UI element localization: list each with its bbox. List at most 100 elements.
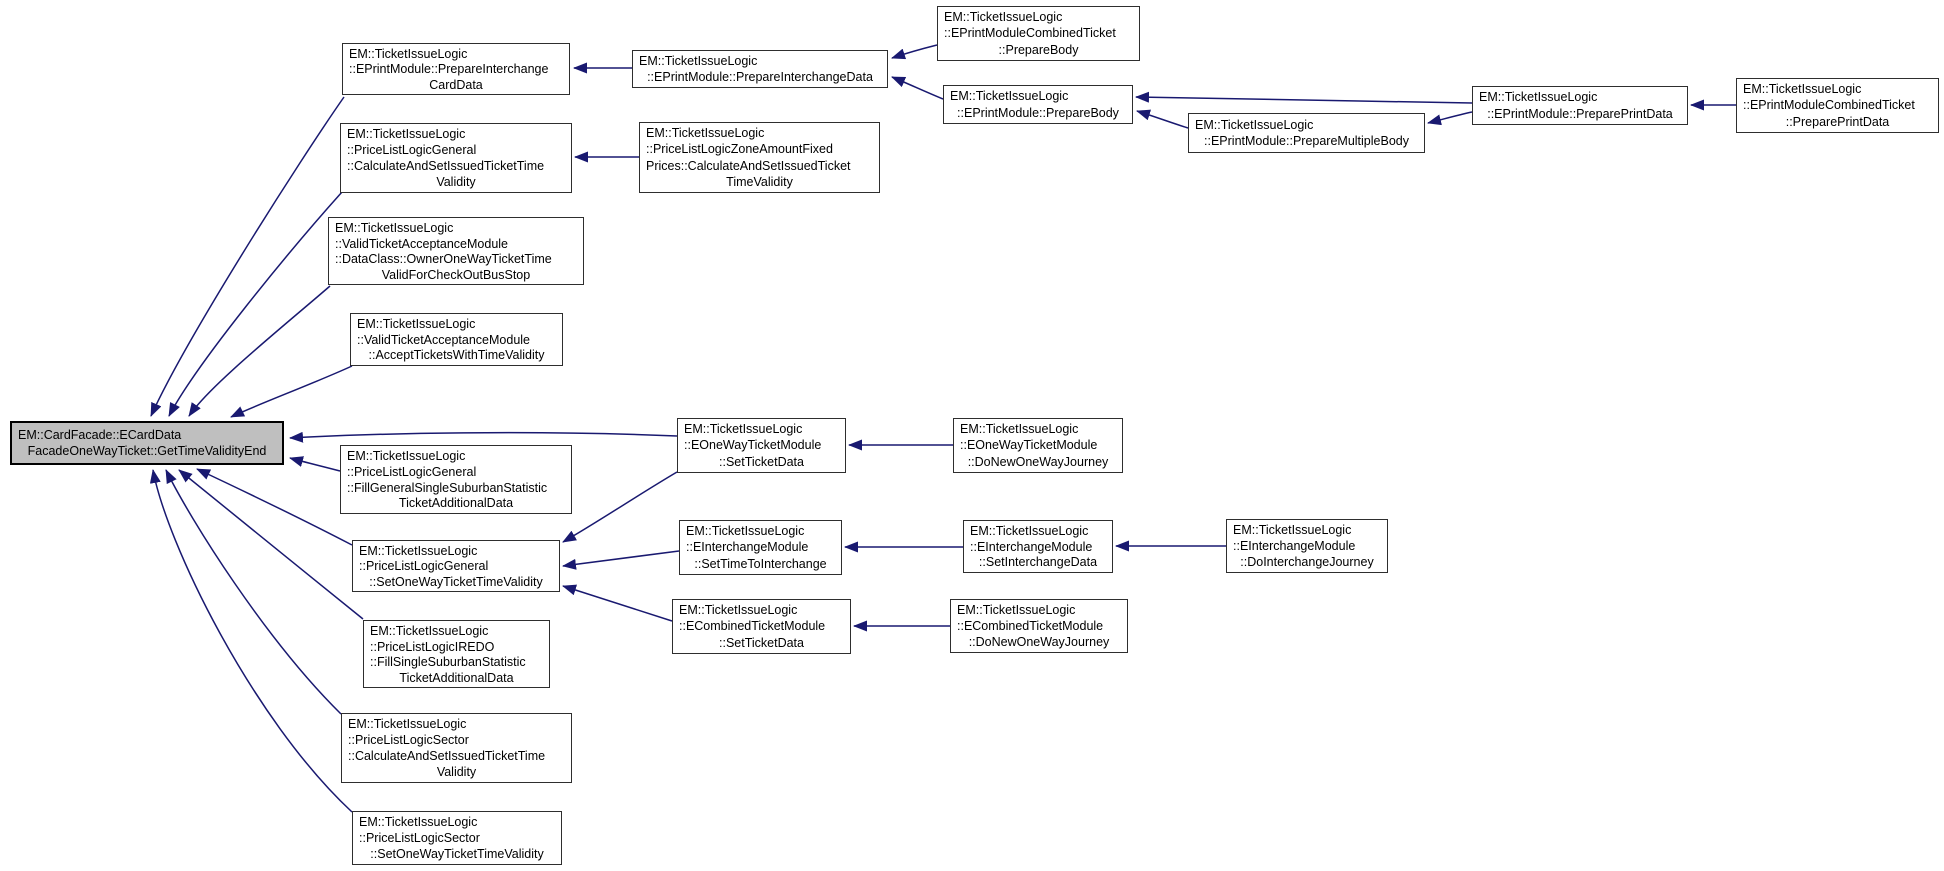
node-label-line: ::DataClass::OwnerOneWayTicketTime [335,252,552,266]
edge-iredoFill-to-root [178,469,364,620]
node-label-line: EM::TicketIssueLogic [335,221,454,235]
graph-node-setInterchangeData[interactable]: EM::TicketIssueLogic::EInterchangeModule… [963,520,1113,573]
node-label-line: EM::TicketIssueLogic [1743,82,1862,96]
node-label-line: EM::TicketIssueLogic [1233,523,1352,537]
node-label-line: ::PreparePrintData [1785,114,1890,129]
graph-node-eOneWaySetTicketData[interactable]: EM::TicketIssueLogic::EOneWayTicketModul… [677,418,846,473]
node-label-line: ::PriceListLogicSector [359,831,480,845]
edge-preparePrintData-to-prepareMultipleBody [1427,111,1473,126]
node-label-line: EM::TicketIssueLogic [646,126,765,140]
node-label-line: EM::TicketIssueLogic [370,624,489,638]
graph-node-prepareMultipleBody[interactable]: EM::TicketIssueLogic::EPrintModule::Prep… [1188,113,1425,153]
node-label-line: ::PriceListLogicZoneAmountFixed [646,142,833,157]
node-label-line: ::FillGeneralSingleSuburbanStatistic [347,480,548,495]
node-label-line: ::PriceListLogicGeneral [347,464,477,479]
node-label-line: ::AcceptTicketsWithTimeValidity [368,348,545,363]
graph-node-prepareBody[interactable]: EM::TicketIssueLogic::EPrintModule::Prep… [943,85,1133,124]
node-label-line: ::PriceListLogicSector [348,733,469,747]
node-label-line: EM::TicketIssueLogic [1195,117,1314,132]
node-label-line: ::DoNewOneWayJourney [968,635,1110,649]
node-label-line: EM::CardFacade::ECardData [18,427,182,442]
node-label-line: ::EPrintModule::PrepareMultipleBody [1204,134,1409,148]
graph-node-eOneWayDoNew[interactable]: EM::TicketIssueLogic::EOneWayTicketModul… [953,418,1123,473]
node-label-line: ::EPrintModule::PrepareInterchangeData [647,70,873,84]
graph-node-zoneAmountCalc[interactable]: EM::TicketIssueLogic::PriceListLogicZone… [639,122,880,193]
node-label-line: ::EPrintModule::PrepareInterchange [349,62,549,77]
node-label-line: ::SetOneWayTicketTimeValidity [370,847,544,861]
graph-node-setTimeToInterchange[interactable]: EM::TicketIssueLogic::EInterchangeModule… [679,520,842,575]
node-label-line: ::PriceListLogicIREDO [370,639,495,654]
node-label-line: ::PrepareBody [998,42,1079,57]
node-label-line: EM::TicketIssueLogic [686,524,805,538]
edge-prepareMultipleBody-to-prepareBody [1136,109,1189,129]
node-label-line: ::ECombinedTicketModule [679,619,826,634]
node-label-line: ::EOneWayTicketModule [960,438,1098,453]
node-label-line: ::SetInterchangeData [978,555,1098,570]
node-label-line: EM::TicketIssueLogic [684,422,803,436]
edge-eOneWaySetTicketData-to-generalSetOneWay [562,471,678,543]
edge-eCombinedSetTicketData-to-generalSetOneWay [562,584,673,622]
graph-node-acceptTickets[interactable]: EM::TicketIssueLogic::ValidTicketAccepta… [350,313,563,366]
node-label-line: ::ECombinedTicketModule [957,619,1104,633]
node-label-line: ::DoNewOneWayJourney [967,454,1109,469]
node-label-line: ::EInterchangeModule [686,540,809,555]
graph-node-generalSetOneWay[interactable]: EM::TicketIssueLogic::PriceListLogicGene… [352,540,560,592]
node-label-line: EM::TicketIssueLogic [970,524,1089,538]
node-label-line: EM::TicketIssueLogic [1479,90,1598,105]
edge-ownerOneWay-to-root [188,285,331,417]
graph-node-ownerOneWay[interactable]: EM::TicketIssueLogic::ValidTicketAccepta… [328,217,584,285]
node-label-line: ::DoInterchangeJourney [1240,555,1374,569]
graph-node-combinedPrepareBody[interactable]: EM::TicketIssueLogic::EPrintModuleCombin… [937,6,1140,61]
graph-node-combinedPreparePrintData[interactable]: EM::TicketIssueLogic::EPrintModuleCombin… [1736,78,1939,133]
node-label-line: EM::TicketIssueLogic [347,449,466,463]
node-label-line: EM::TicketIssueLogic [359,544,478,558]
graph-node-preparePrintData[interactable]: EM::TicketIssueLogic::EPrintModule::Prep… [1472,86,1688,125]
node-label-line: ::CalculateAndSetIssuedTicketTime [347,159,545,173]
node-label-line: ::SetTimeToInterchange [694,556,827,571]
edge-acceptTickets-to-root [230,365,353,418]
node-label-line: Validity [436,765,477,779]
node-label-line: EM::TicketIssueLogic [944,10,1063,24]
node-label-line: ::FillSingleSuburbanStatistic [370,655,526,669]
node-label-line: ::EPrintModuleCombinedTicket [944,26,1116,41]
graph-node-prepareInterchangeData[interactable]: EM::TicketIssueLogic::EPrintModule::Prep… [632,50,888,88]
node-label-line: TicketAdditionalData [399,670,514,685]
graph-node-sectorCalc[interactable]: EM::TicketIssueLogic::PriceListLogicSect… [341,713,572,783]
node-label-line: ::ValidTicketAcceptanceModule [357,332,531,347]
node-label-line: TimeValidity [726,174,793,189]
node-label-line: ::SetTicketData [719,454,804,469]
edge-sectorCalc-to-root [165,469,342,715]
graph-node-sectorSetOneWay[interactable]: EM::TicketIssueLogic::PriceListLogicSect… [352,811,562,865]
edge-prepareBody-to-prepareInterchangeData [891,76,944,100]
node-label-line: EM::TicketIssueLogic [679,603,798,617]
edge-prepareInterchangeCardData-to-root [150,96,345,417]
node-label-line: ::EInterchangeModule [1233,539,1356,553]
graph-node-prepareInterchangeCardData[interactable]: EM::TicketIssueLogic::EPrintModule::Prep… [342,43,570,95]
graph-node-eCombinedDoNew[interactable]: EM::TicketIssueLogic::ECombinedTicketMod… [950,599,1128,653]
node-label-line: FacadeOneWayTicket::GetTimeValidityEnd [27,444,267,458]
node-label-line: TicketAdditionalData [398,496,514,511]
node-label-line: ::EPrintModule::PreparePrintData [1487,106,1673,121]
node-label-line: ::SetTicketData [719,635,804,650]
node-label-line: EM::TicketIssueLogic [957,603,1076,617]
graph-node-fillGeneral[interactable]: EM::TicketIssueLogic::PriceListLogicGene… [340,445,572,514]
node-label-line: EM::TicketIssueLogic [960,422,1079,436]
graph-node-generalCalcValidity[interactable]: EM::TicketIssueLogic::PriceListLogicGene… [340,123,572,193]
edge-sectorSetOneWay-to-root [149,469,353,813]
node-label-line: ::CalculateAndSetIssuedTicketTime [348,749,546,763]
graph-node-eCombinedSetTicketData[interactable]: EM::TicketIssueLogic::ECombinedTicketMod… [672,599,851,654]
node-label-line: ::EInterchangeModule [970,539,1093,554]
graph-node-iredoFill[interactable]: EM::TicketIssueLogic::PriceListLogicIRED… [363,620,550,688]
node-label-line: ::PriceListLogicGeneral [347,143,477,157]
node-label-line: Prices::CalculateAndSetIssuedTicket [646,158,851,173]
node-label-line: ::EPrintModuleCombinedTicket [1743,98,1915,113]
graph-node-doInterchangeJourney[interactable]: EM::TicketIssueLogic::EInterchangeModule… [1226,519,1388,573]
node-label-line: Validity [436,175,476,189]
node-label-line: ValidForCheckOutBusStop [381,267,531,282]
node-label-line: EM::TicketIssueLogic [950,89,1069,104]
node-label-line: ::EOneWayTicketModule [684,438,822,453]
node-label-line: ::EPrintModule::PrepareBody [957,105,1119,120]
node-label-line: EM::TicketIssueLogic [359,815,478,829]
